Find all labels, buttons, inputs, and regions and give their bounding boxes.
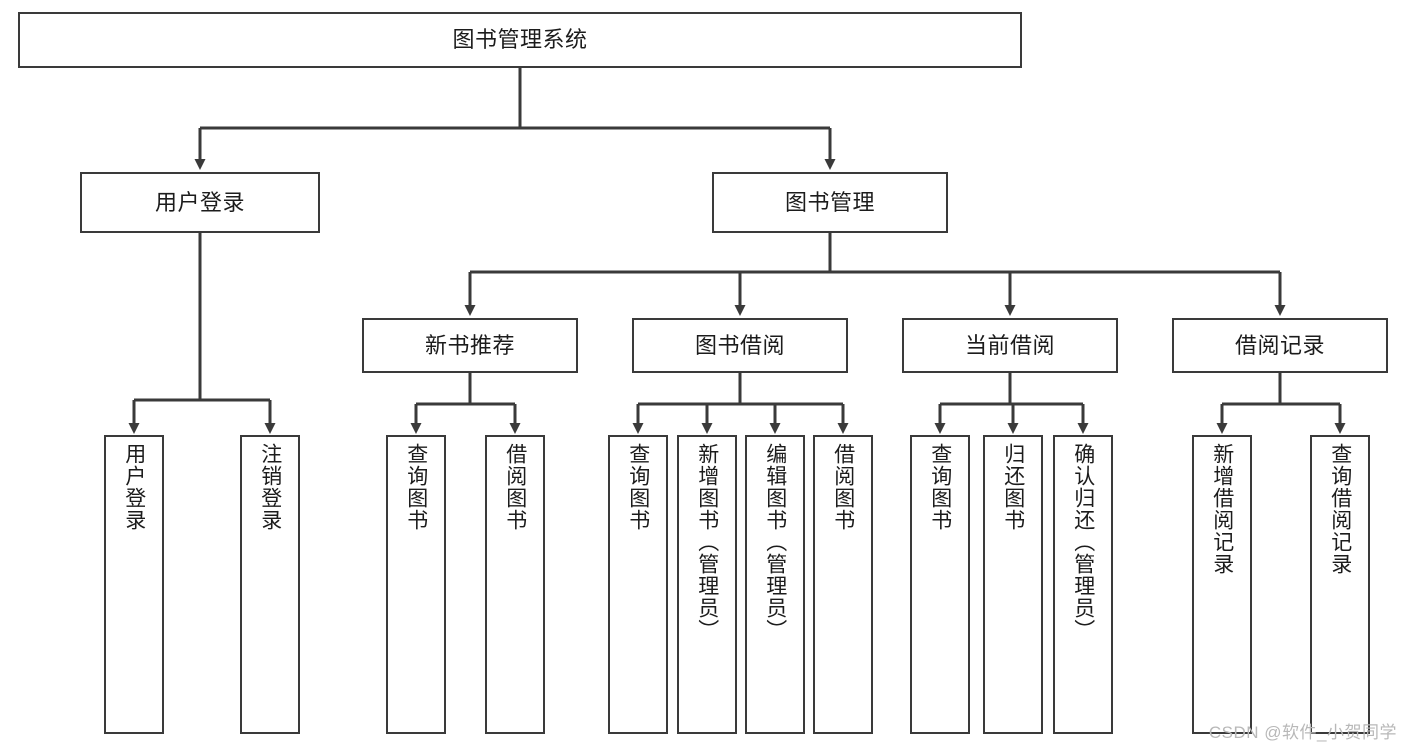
leaf-query-book-2-label: 查询图书 [626, 443, 650, 531]
leaf-borrow-book-1[interactable]: 借阅图书 [485, 435, 545, 734]
leaf-confirm-return-label: 确认归还（管理员） [1071, 443, 1095, 641]
leaf-borrow-book-2[interactable]: 借阅图书 [813, 435, 873, 734]
leaf-borrow-book-2-label: 借阅图书 [831, 443, 855, 531]
leaf-query-book-2[interactable]: 查询图书 [608, 435, 668, 734]
node-book-borrow[interactable]: 图书借阅 [632, 318, 848, 373]
leaf-query-book-3-label: 查询图书 [928, 443, 952, 531]
leaf-user-logout[interactable]: 注销登录 [240, 435, 300, 734]
leaf-query-record-label: 查询借阅记录 [1328, 443, 1352, 575]
leaf-return-book-label: 归还图书 [1001, 443, 1025, 531]
node-current-borrow[interactable]: 当前借阅 [902, 318, 1118, 373]
node-borrow-record[interactable]: 借阅记录 [1172, 318, 1388, 373]
leaf-add-record[interactable]: 新增借阅记录 [1192, 435, 1252, 734]
leaf-query-book-1-label: 查询图书 [404, 443, 428, 531]
node-current-borrow-label: 当前借阅 [964, 332, 1055, 358]
node-root-label: 图书管理系统 [452, 27, 588, 53]
leaf-borrow-book-1-label: 借阅图书 [503, 443, 527, 531]
node-user-login-label: 用户登录 [154, 189, 245, 215]
node-new-book-recommend[interactable]: 新书推荐 [362, 318, 578, 373]
leaf-query-record[interactable]: 查询借阅记录 [1310, 435, 1370, 734]
node-book-borrow-label: 图书借阅 [694, 332, 785, 358]
leaf-confirm-return[interactable]: 确认归还（管理员） [1053, 435, 1113, 734]
node-book-manage-label: 图书管理 [784, 189, 875, 215]
leaf-edit-book-label: 编辑图书（管理员） [763, 443, 787, 641]
leaf-user-logout-label: 注销登录 [258, 443, 282, 531]
watermark: CSDN @软件_小贺同学 [1208, 723, 1397, 742]
node-user-login[interactable]: 用户登录 [80, 172, 320, 233]
leaf-user-login[interactable]: 用户登录 [104, 435, 164, 734]
leaf-return-book[interactable]: 归还图书 [983, 435, 1043, 734]
leaf-add-record-label: 新增借阅记录 [1210, 443, 1234, 575]
node-root[interactable]: 图书管理系统 [18, 12, 1022, 68]
node-book-manage[interactable]: 图书管理 [712, 172, 948, 233]
leaf-add-book-label: 新增图书（管理员） [695, 443, 719, 641]
leaf-query-book-3[interactable]: 查询图书 [910, 435, 970, 734]
leaf-user-login-label: 用户登录 [122, 443, 146, 531]
leaf-add-book[interactable]: 新增图书（管理员） [677, 435, 737, 734]
node-borrow-record-label: 借阅记录 [1234, 332, 1325, 358]
leaf-query-book-1[interactable]: 查询图书 [386, 435, 446, 734]
node-new-book-recommend-label: 新书推荐 [424, 332, 515, 358]
leaf-edit-book[interactable]: 编辑图书（管理员） [745, 435, 805, 734]
